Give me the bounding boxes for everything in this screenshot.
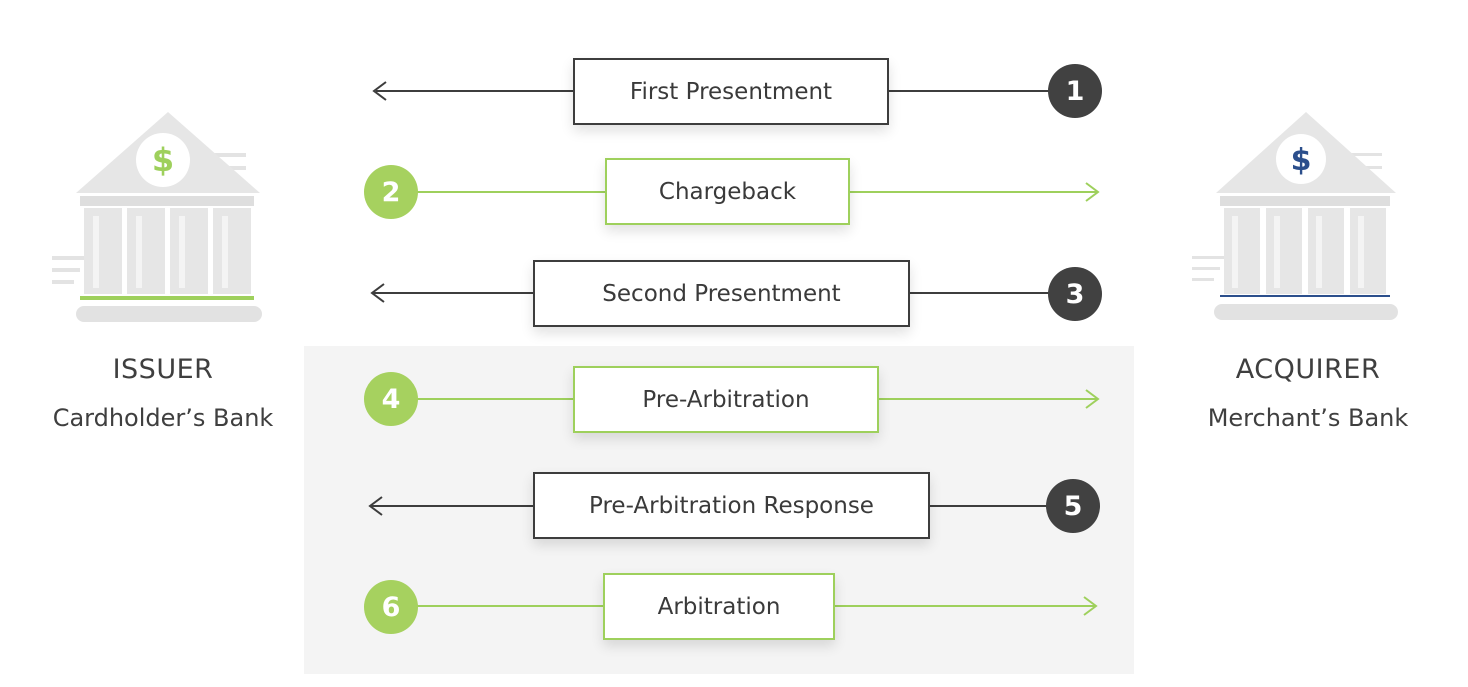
issuer-subtitle: Cardholder’s Bank	[52, 404, 274, 432]
step-5-box: Pre-Arbitration Response	[533, 472, 930, 539]
acquirer-subtitle: Merchant’s Bank	[1207, 404, 1409, 432]
step-4-label: Pre-Arbitration	[642, 386, 810, 413]
step-1-label: First Presentment	[629, 78, 833, 105]
step-5-badge: 5	[1046, 479, 1100, 533]
step-6-label: Arbitration	[657, 593, 781, 620]
step-2-box: Chargeback	[605, 158, 850, 225]
step-2-badge: 2	[364, 165, 418, 219]
step-1-box: First Presentment	[573, 58, 889, 125]
svg-text:$: $	[1291, 143, 1312, 178]
step-1-badge: 1	[1048, 64, 1102, 118]
step-3-label: Second Presentment	[602, 280, 841, 307]
acquirer-title: ACQUIRER	[1235, 354, 1381, 385]
step-4-badge: 4	[364, 372, 418, 426]
acquirer-bank-icon: $	[1192, 112, 1398, 320]
step-6-box: Arbitration	[603, 573, 835, 640]
step-4-box: Pre-Arbitration	[573, 366, 879, 433]
step-5-label: Pre-Arbitration Response	[589, 492, 874, 519]
issuer-bank-icon: $	[52, 112, 262, 322]
step-3-box: Second Presentment	[533, 260, 910, 327]
issuer-title: ISSUER	[112, 354, 214, 385]
step-2-label: Chargeback	[658, 178, 797, 205]
svg-text:$: $	[152, 141, 174, 179]
step-3-badge: 3	[1048, 267, 1102, 321]
step-6-badge: 6	[364, 580, 418, 634]
